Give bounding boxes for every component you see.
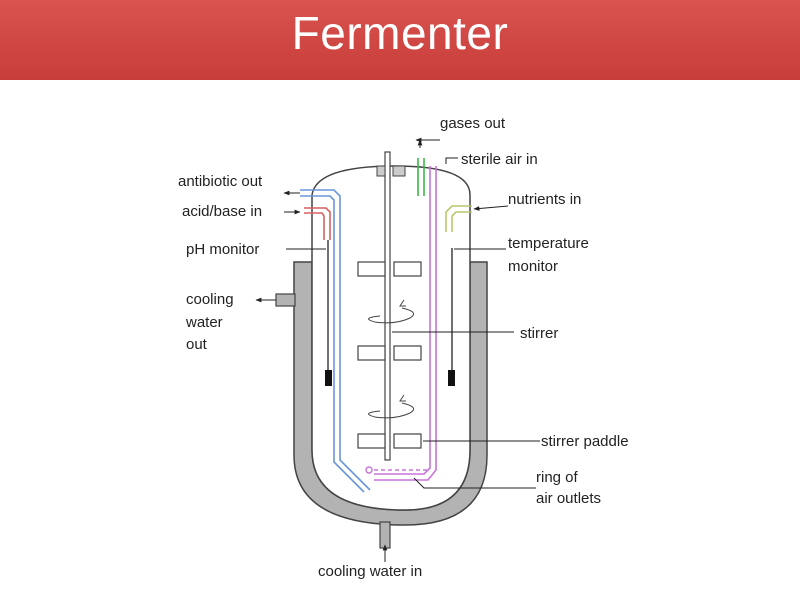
label-acid-base-in: acid/base in — [182, 203, 262, 220]
cooling-water-out-nozzle — [275, 293, 296, 307]
label-water: water — [185, 314, 223, 331]
label-out: out — [186, 336, 208, 353]
leader-lines — [255, 137, 540, 562]
label-antibiotic-out: antibiotic out — [178, 173, 263, 190]
label-air-outlets: air outlets — [536, 490, 601, 507]
label-stirrer-paddle: stirrer paddle — [541, 433, 629, 450]
air-outlet-ring — [365, 466, 428, 474]
antibiotic-out-pipe — [300, 189, 371, 491]
label-cooling-water-in: cooling water in — [318, 563, 422, 580]
page-title: Fermenter — [291, 7, 509, 59]
stirrer-shaft — [384, 151, 391, 461]
label-stirrer: stirrer — [520, 325, 558, 342]
label-ph-monitor: pH monitor — [186, 241, 259, 258]
gases-out-pipe — [417, 158, 425, 196]
label-temperature: temperature — [508, 235, 589, 252]
motor-block-right — [392, 165, 406, 177]
label-cooling: cooling — [186, 291, 234, 308]
nutrients-pipe — [445, 205, 472, 232]
label-monitor: monitor — [508, 258, 558, 275]
label-gases-out: gases out — [440, 115, 506, 132]
motor-block-left — [376, 165, 386, 177]
label-nutrients-in: nutrients in — [508, 191, 581, 208]
label-ring-of: ring of — [536, 469, 579, 486]
rotation-indicators — [368, 299, 415, 419]
title-banner: Fermenter — [0, 0, 800, 80]
sterile-air-pipe — [374, 166, 431, 475]
cooling-water-in-nozzle — [379, 521, 391, 549]
acid-base-pipe — [304, 207, 331, 240]
label-sterile-air-in: sterile air in — [461, 151, 538, 168]
stirrer-paddles — [357, 261, 422, 449]
